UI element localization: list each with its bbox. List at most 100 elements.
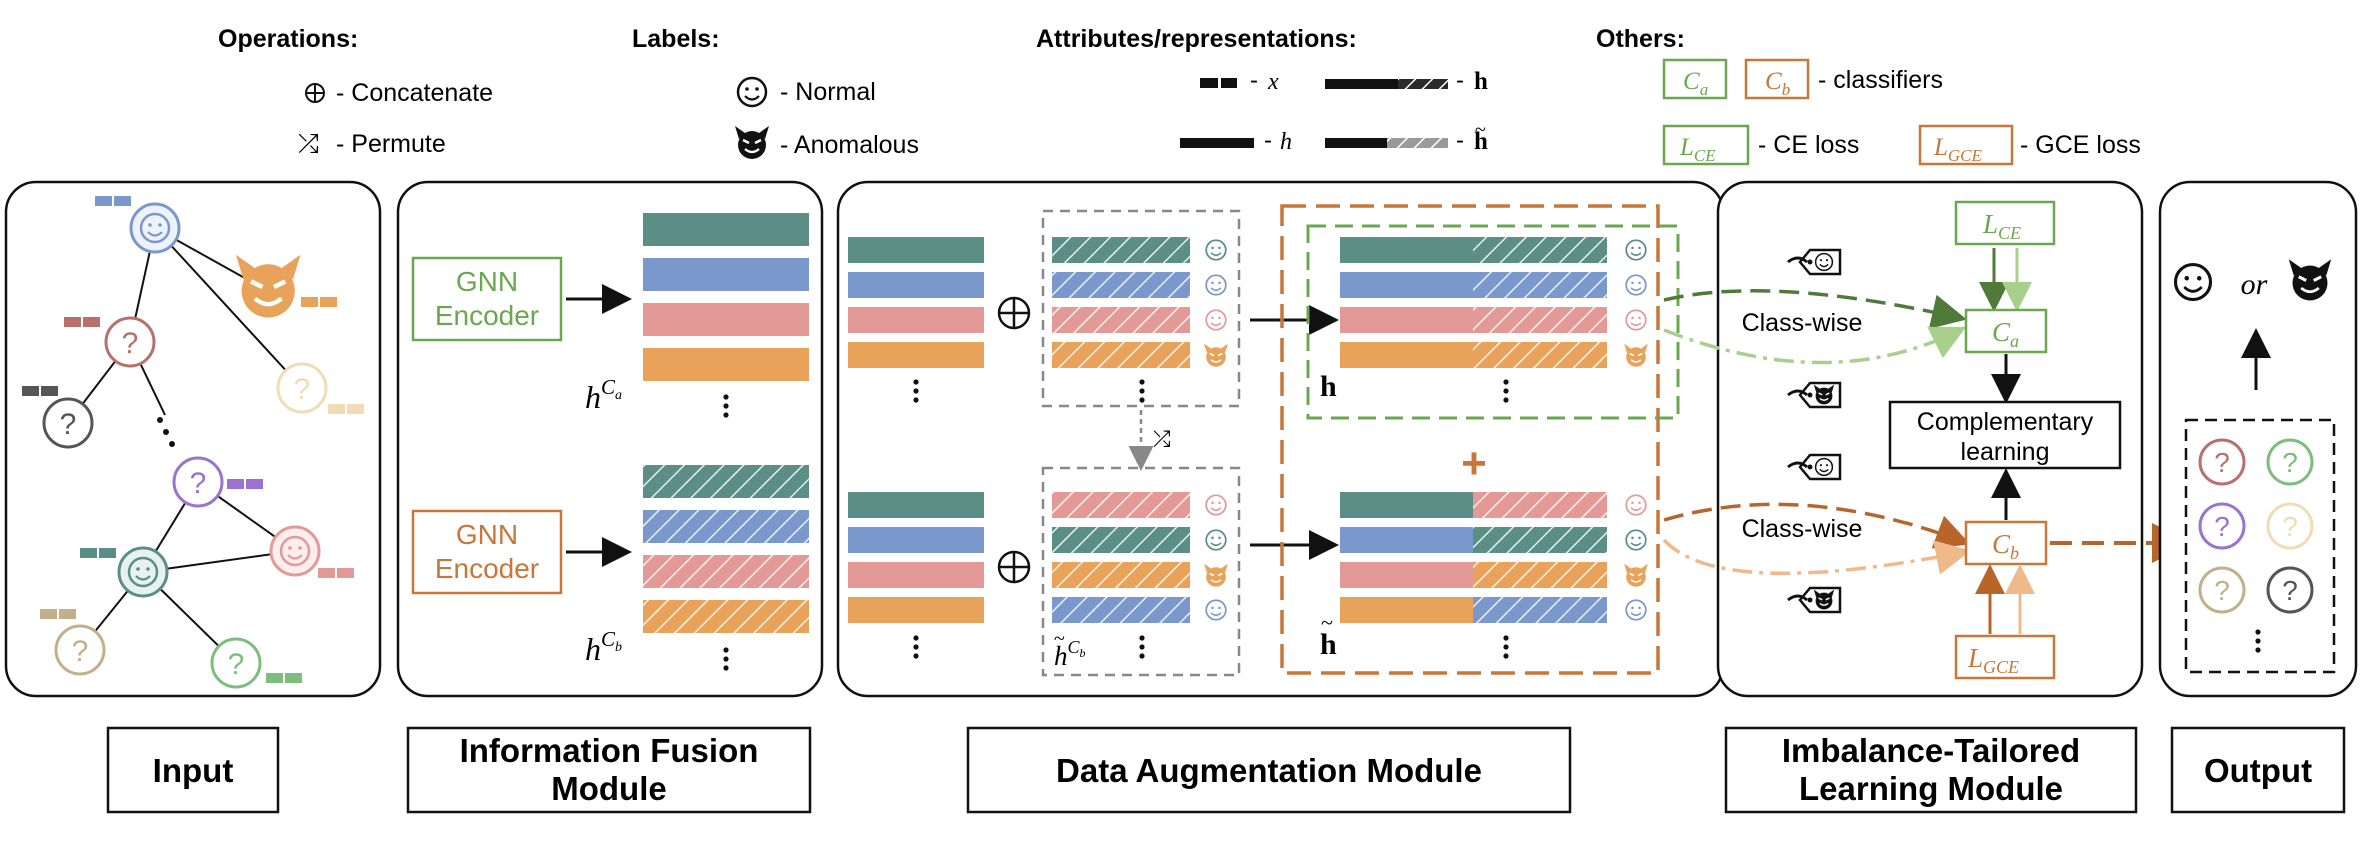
legend-x-symbol: x [1267, 69, 1279, 95]
augmentation-label-box [966, 726, 1572, 814]
h-cb-stack [643, 465, 809, 671]
lgce-box [1954, 634, 2056, 680]
fusion-label-line1: Information Fusion [460, 732, 759, 769]
gnn-encoder-a-line1: GNN [456, 266, 518, 297]
fusion-panel: GNN Encoder hCa GNN Encoder hCb [396, 180, 824, 698]
plus-sign: + [1461, 439, 1487, 488]
input-label-box [106, 726, 280, 814]
permute-icon: ⤮ [298, 128, 319, 158]
augmentation-label: Data Augmentation Module [1056, 752, 1482, 789]
gnn-encoder-a [411, 256, 563, 342]
lgce-symbol: LGCE [1967, 643, 2019, 677]
lce-symbol: LCE [1982, 209, 2021, 243]
imbalance-label-line2: Learning Module [1799, 770, 2063, 807]
ca-classifier-symbol: Ca [1992, 317, 2019, 351]
legend-ca-symbol: Ca [1683, 68, 1708, 99]
permute-small-icon: ⤮ [1153, 426, 1171, 451]
svg-text:?: ? [2282, 447, 2298, 478]
legend-x-dash: - [1250, 67, 1258, 94]
aug-bottom-original-stack [848, 492, 984, 659]
svg-text:?: ? [2214, 447, 2230, 478]
output-predicted-nodes: ? ? ? ? ? ? [2198, 438, 2314, 653]
node-unknown-olive-icon: ? [40, 609, 106, 676]
h-cb-tilde-mark: ~ [1054, 628, 1065, 650]
legend-cb-symbol: Cb [1765, 68, 1790, 99]
class-wise-bottom-label: Class-wise [1742, 515, 1863, 543]
h-tilde-label-mark: ~ [1321, 610, 1333, 635]
legend-lce-symbol: LCE [1679, 134, 1716, 165]
input-label: Input [153, 752, 234, 789]
legend-h-bold-dash: - [1456, 67, 1464, 94]
legend-operations-title: Operations: [218, 25, 358, 53]
h-tilde-label: h [1320, 628, 1337, 661]
x-attribute-bar [1200, 78, 1237, 88]
legend-classifiers: - classifiers [1818, 66, 1943, 94]
output-node-pink-icon: ? [2198, 438, 2246, 486]
legend-attributes-title: Attributes/representations: [1036, 25, 1357, 53]
augmented-outer-box [1280, 204, 1660, 675]
legend-permute: - Permute [336, 130, 446, 158]
output-node-grey-icon: ? [2266, 566, 2314, 614]
svg-text:?: ? [122, 327, 139, 360]
imbalance-panel: Class-wise Class-wise LCE Ca Complementa… [1662, 180, 2192, 698]
legend: Operations: - Concatenate ⤮ - Permute La… [218, 25, 2141, 166]
h-italic-attribute-bar [1180, 138, 1254, 148]
svg-text:?: ? [2214, 575, 2230, 606]
output-or-text: or [2241, 268, 2268, 301]
output-node-faded-icon: ? [2266, 502, 2314, 550]
legend-anomalous: - Anomalous [780, 131, 919, 159]
complementary-line1: Complementary [1917, 408, 2094, 436]
aug-top-dashed-box [1041, 209, 1241, 408]
gnn-encoder-a-line2: Encoder [435, 300, 539, 331]
legend-ce-loss: - CE loss [1758, 131, 1859, 159]
svg-text:?: ? [294, 373, 311, 406]
graph-nodes: ? ? ? ? [22, 196, 364, 689]
svg-text:?: ? [2282, 575, 2298, 606]
aug-bottom-permuted-stack [1052, 492, 1190, 659]
legend-h-tilde-dash: - [1456, 127, 1464, 154]
h-ca-label: hCa [585, 375, 622, 415]
imbalance-label-box [1724, 726, 2138, 814]
node-normal-pink-icon [269, 525, 354, 578]
node-anomalous-orange-icon [236, 255, 337, 318]
legend-lce-box [1662, 124, 1750, 166]
legend-others-title: Others: [1596, 25, 1685, 53]
graph-ellipsis [157, 417, 175, 447]
h-bold-label: h [1320, 370, 1337, 403]
legend-lgce-box [1918, 124, 2014, 166]
ca-classifier-box [1964, 308, 2048, 354]
fusion-label-box [406, 726, 812, 814]
normal-smiley-icon [736, 76, 768, 108]
gnn-encoder-b-line1: GNN [456, 519, 518, 550]
aug-top-hatched-stack [1052, 237, 1190, 403]
green-class-wise-dark-curve [1663, 289, 1967, 329]
orange-class-wise-dark-curve [1663, 502, 1971, 549]
svg-text:?: ? [72, 635, 89, 668]
green-class-wise-light-curve [1663, 326, 1967, 365]
class-wise-top-label: Class-wise [1742, 309, 1863, 337]
gnn-encoder-b-line2: Encoder [435, 553, 539, 584]
aug-bottom-dashed-box [1041, 466, 1241, 677]
h-cb-tilde-label: hCb [1054, 637, 1086, 671]
h-cb-label: hCb [585, 627, 622, 667]
h-bold-stack [1340, 237, 1607, 403]
svg-text:?: ? [2282, 511, 2298, 542]
h-bold-green-box [1306, 224, 1680, 420]
legend-h-tilde-symbol: h [1474, 128, 1488, 155]
legend-concatenate: - Concatenate [336, 79, 493, 107]
node-unknown-green-icon: ? [210, 637, 302, 689]
cb-classifier-box [1964, 520, 2048, 566]
legend-h-italic-dash: - [1264, 127, 1272, 154]
concat-top-icon [997, 296, 1031, 330]
anomalous-devil-icon [733, 124, 771, 161]
legend-labels-title: Labels: [632, 25, 720, 53]
concat-bottom-icon [997, 550, 1031, 584]
gnn-encoder-b [411, 509, 563, 595]
output-label-box [2170, 726, 2346, 814]
node-unknown-purple-icon: ? [172, 456, 263, 508]
h-tilde-attribute-bar [1325, 138, 1448, 148]
aug-top-original-stack [848, 237, 984, 403]
node-unknown-faded-icon: ? [276, 362, 364, 414]
fusion-label-line2: Module [551, 770, 666, 807]
